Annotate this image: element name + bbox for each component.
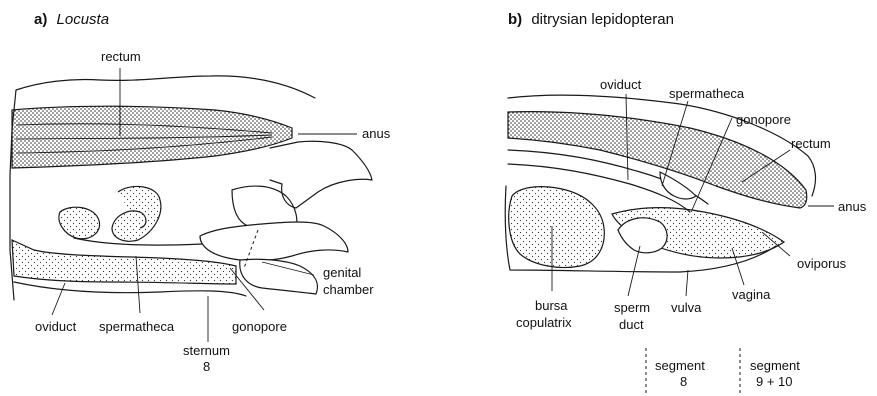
label-sternum-line1: sternum [183,343,230,358]
label-genital-chamber-line2: chamber [323,282,374,297]
label-rectum-a: rectum [101,49,141,64]
spermatheca-loop [59,207,100,239]
sperm-duct-fold [618,218,667,253]
panel-b-title: b) ditrysian lepidopteran [508,11,674,28]
label-sternum-line2: 8 [203,359,210,374]
label-gonopore-b: gonopore [736,112,791,127]
oviduct-shape [12,240,236,284]
label-segment-8-line1: segment [655,358,705,373]
ventral-valve [240,259,318,294]
label-anus-b: anus [838,199,867,214]
label-bursa-line1: bursa [535,298,568,313]
label-gonopore-a: gonopore [232,319,287,334]
panel-b-name: ditrysian lepidopteran [531,11,674,28]
label-segment-9-10-line2: 9 + 10 [756,374,793,389]
label-vulva: vulva [671,300,702,315]
label-segment-8-line2: 8 [680,374,687,389]
label-sperm-duct-line1: sperm [614,300,650,315]
oviduct-leader-a [52,283,65,315]
label-spermatheca-a: spermatheca [99,319,175,334]
body-wall-dorsal [16,76,315,98]
epiproct [270,141,372,208]
panel-a-letter: a) [34,11,47,28]
label-bursa-line2: copulatrix [516,315,572,330]
label-oviduct-a: oviduct [35,319,77,334]
bursa-copulatrix [509,187,605,268]
label-genital-chamber-line1: genital [323,265,361,280]
panel-b: b) ditrysian lepidopteran oviduc [505,11,866,396]
label-rectum-b: rectum [791,136,831,151]
panel-a-name: Locusta [57,11,110,28]
panel-a-title: a) Locusta [34,11,109,28]
label-oviduct-b: oviduct [600,77,642,92]
rectum-shape [12,106,292,168]
panel-b-letter: b) [508,11,522,28]
label-sperm-duct-line2: duct [619,317,644,332]
spermatheca-coil [112,186,161,241]
panel-a: a) Locusta rectum [10,11,391,374]
vulva-leader [686,270,688,296]
label-vagina: vagina [732,287,771,302]
label-oviporus: oviporus [797,256,847,271]
label-segment-9-10-line1: segment [750,358,800,373]
label-spermatheca-b: spermatheca [669,86,745,101]
label-anus-a: anus [362,126,391,141]
dorsal-valve [200,222,348,261]
